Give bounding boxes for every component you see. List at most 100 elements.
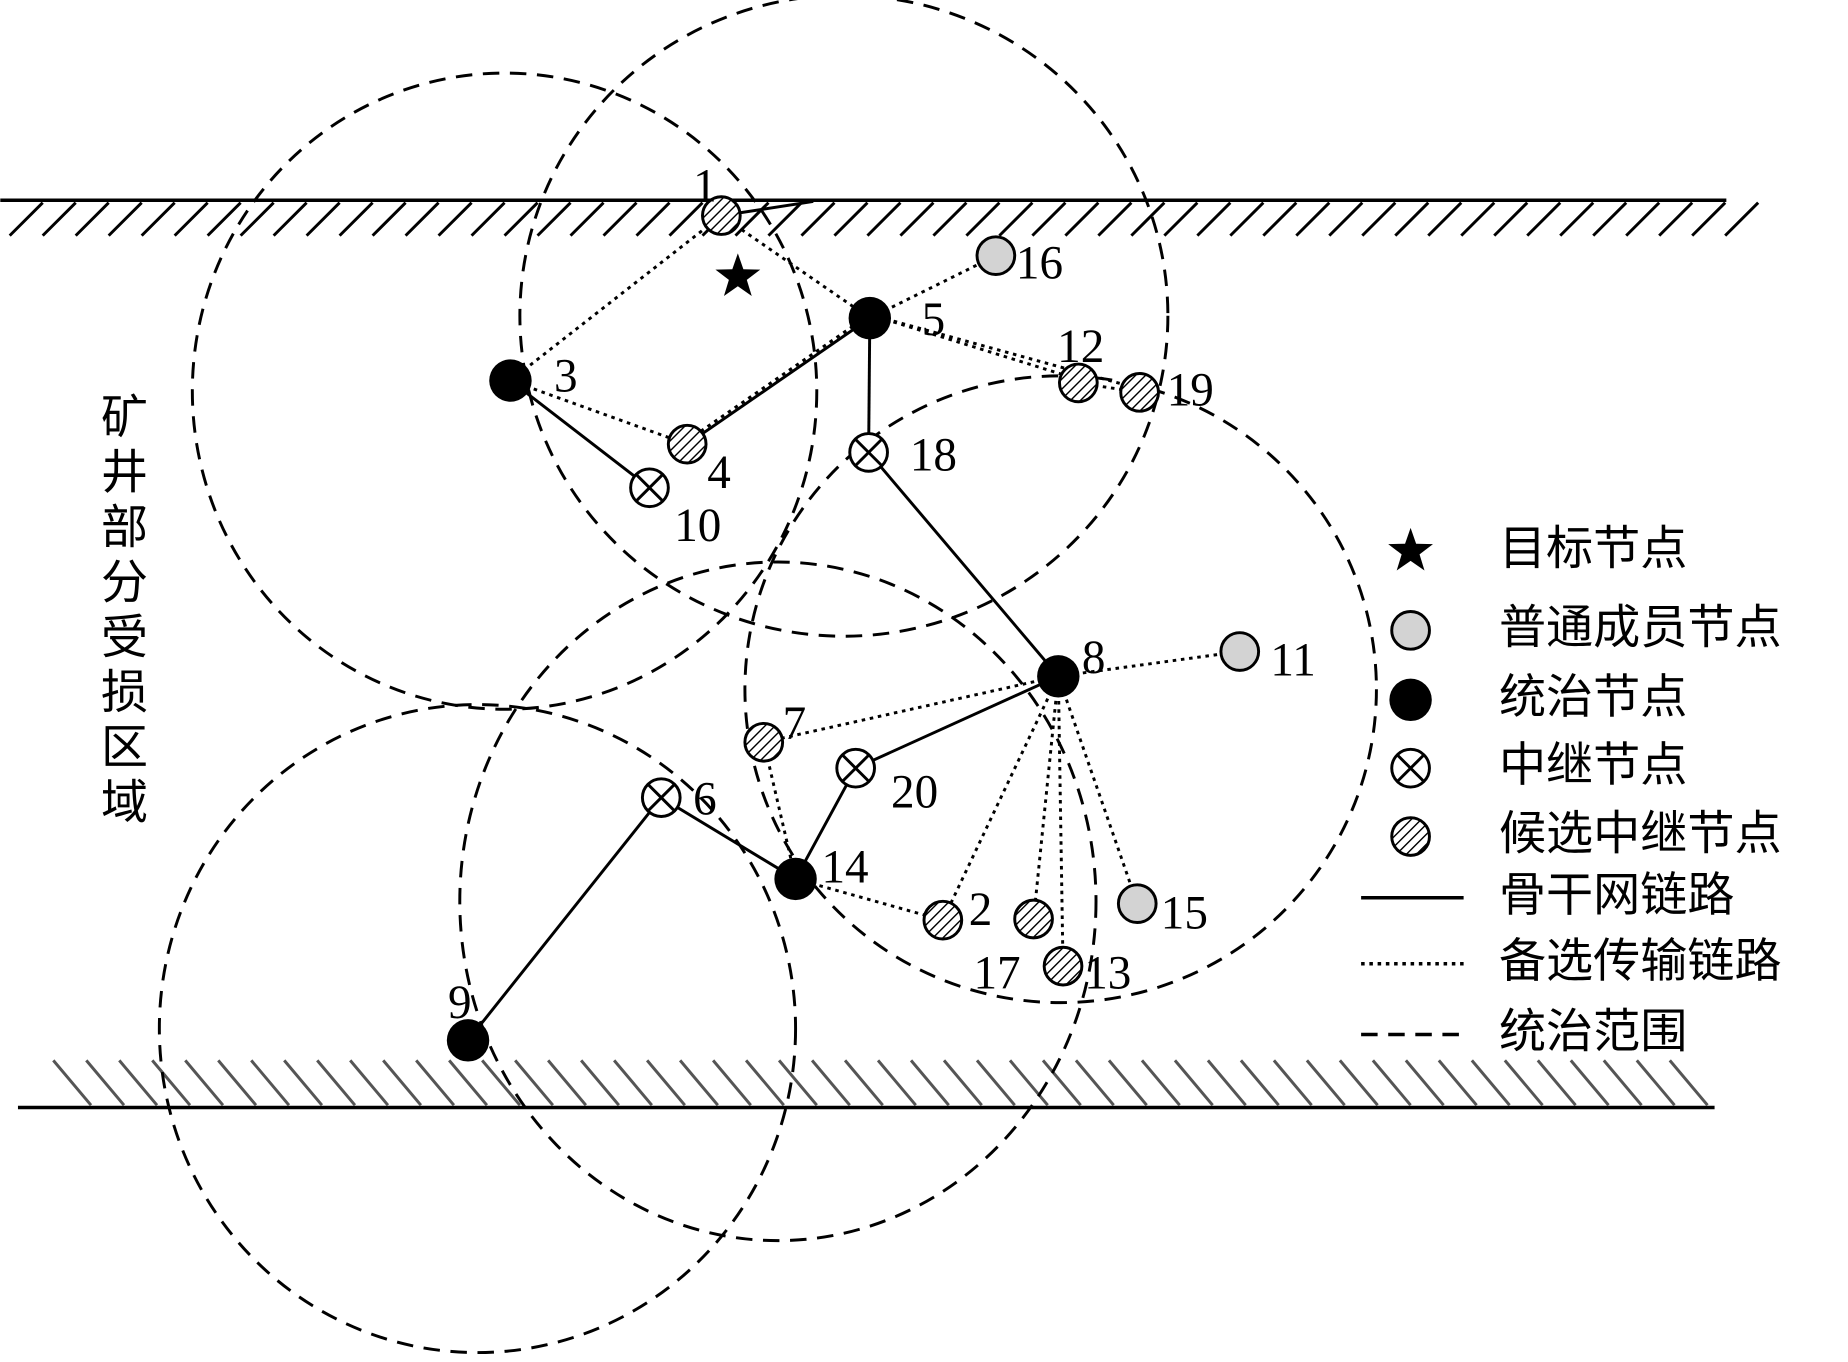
bottom-wall-hatch [1272, 1059, 1313, 1107]
candidate-node-icon [1042, 945, 1084, 987]
node-19 [1119, 372, 1160, 413]
top-wall-hatch [1064, 201, 1100, 237]
top-wall-hatch [1130, 201, 1166, 237]
candidate-node-icon [666, 423, 708, 465]
node-13 [1042, 945, 1084, 987]
top-wall-hatch [1097, 201, 1133, 237]
legend-item-normal: 普通成员节点 [1390, 600, 1782, 655]
bottom-wall-hatch [382, 1059, 423, 1107]
bottom-wall-hatch [1602, 1059, 1643, 1107]
backbone-link-5-18 [867, 318, 872, 453]
bottom-wall-hatch [547, 1059, 587, 1107]
top-wall-hatch [1229, 201, 1265, 237]
bottom-wall-hatch [1503, 1059, 1544, 1107]
bottom-wall-hatch [217, 1059, 258, 1107]
node-label: 12 [1057, 321, 1104, 373]
dominance-range-circle [743, 374, 1378, 1005]
top-wall-hatch [1163, 201, 1199, 237]
legend-item-backbone: 骨干网链路 [1361, 868, 1735, 923]
bottom-wall-hatch [975, 1059, 1016, 1107]
top-wall-hatch [998, 201, 1034, 237]
alternative-link-8-17 [1032, 676, 1060, 920]
legend-label: 候选中继节点 [1499, 807, 1782, 862]
dominant-node-icon [774, 857, 817, 901]
bottom-wall-hatch [645, 1059, 686, 1107]
node-label: 17 [973, 948, 1020, 1000]
top-wall-hatch [635, 201, 671, 237]
dominant-node-icon [1037, 655, 1080, 698]
top-wall-hatch [767, 201, 803, 237]
alternative-link-8-2 [941, 675, 1060, 921]
top-wall-hatch [569, 201, 605, 237]
bottom-wall-hatch [1041, 1059, 1082, 1107]
top-wall-hatch [866, 201, 902, 237]
top-wall-hatch [833, 201, 869, 237]
bottom-wall-hatch [1173, 1059, 1214, 1107]
dominant-node-icon [446, 1019, 490, 1062]
top-wall-hatch [1559, 201, 1595, 237]
node-1 [701, 195, 742, 236]
legend-label: 普通成员节点 [1499, 600, 1782, 655]
top-wall-hatch [1625, 201, 1661, 237]
legend-item-relay: 中继节点 [1390, 738, 1687, 793]
candidate-node-icon [1058, 362, 1099, 404]
node-label: 14 [821, 842, 868, 894]
top-wall-hatch [305, 201, 341, 237]
node-label: 9 [448, 977, 472, 1029]
top-wall-hatch [371, 201, 407, 237]
candidate-node-icon [1390, 816, 1431, 857]
alternative-link-1-5 [720, 214, 871, 320]
bottom-wall-hatch [810, 1059, 851, 1107]
legend-dominant-icon [1389, 678, 1432, 722]
normal-node-icon [1219, 631, 1261, 672]
alternative-link-8-7 [763, 674, 1059, 744]
node-label: 16 [1016, 237, 1063, 289]
dominant-node-icon [489, 359, 532, 402]
dominant-node-icon [1389, 678, 1432, 722]
bottom-wall-hatch [1140, 1059, 1181, 1107]
node-16 [975, 235, 1017, 276]
bottom-wall-hatch [1668, 1059, 1709, 1107]
legend-normal-icon [1390, 610, 1431, 651]
bottom-wall-hatch [744, 1059, 785, 1107]
node-6 [640, 777, 682, 818]
candidate-node-icon [701, 195, 742, 236]
top-wall-hatch [437, 201, 473, 237]
alternative-link-5-12 [869, 313, 1079, 381]
top-wall-hatch [41, 201, 77, 237]
top-wall-hatch [1295, 201, 1331, 237]
legend-label: 骨干网链路 [1499, 868, 1735, 923]
top-wall-hatch [1262, 201, 1298, 237]
bottom-wall-hatch [1371, 1059, 1412, 1107]
bottom-wall-hatch [184, 1059, 225, 1107]
bottom-wall-hatch [613, 1059, 653, 1107]
alternative-link-3-4 [509, 379, 688, 446]
node-2 [922, 899, 964, 941]
node-9 [446, 1019, 490, 1062]
top-wall-hatch [932, 201, 968, 237]
dominant-node-icon [848, 296, 892, 340]
top-wall-hatch [1427, 201, 1463, 237]
node-15 [1116, 883, 1158, 925]
bottom-wall-hatch [1404, 1059, 1445, 1107]
top-wall-hatch [1328, 201, 1364, 237]
legend-target-icon [1388, 527, 1433, 571]
bottom-wall-hatch [843, 1059, 884, 1107]
normal-node-icon [1116, 883, 1158, 925]
node-12 [1058, 362, 1099, 404]
bottom-wall-hatch [1008, 1059, 1049, 1107]
backbone-link-6-9 [466, 796, 663, 1042]
top-wall-hatch [8, 201, 44, 237]
top-wall-hatch [965, 201, 1001, 237]
legend-label: 中继节点 [1499, 738, 1687, 793]
bottom-wall-hatch [1470, 1059, 1511, 1107]
top-wall-hatch [800, 201, 836, 237]
bottom-wall-hatch [777, 1059, 818, 1107]
node-label: 11 [1270, 634, 1315, 686]
bottom-wall-hatch [1569, 1059, 1610, 1107]
bottom-wall-hatch [1305, 1059, 1346, 1107]
alternative-link-8-11 [1058, 650, 1240, 678]
